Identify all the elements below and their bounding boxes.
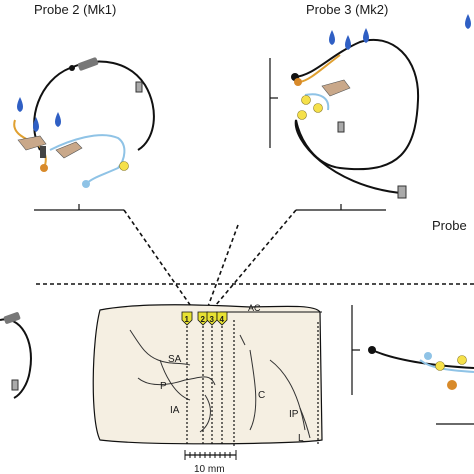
svg-text:4: 4 (220, 315, 225, 324)
electrode-marker: 2 (197, 311, 209, 326)
probe2-title: Probe 2 (Mk1) (34, 2, 116, 17)
probe3-panel: Probe 3 (Mk2) (269, 2, 471, 211)
light-bulb-icon (313, 103, 323, 113)
water-drop-icon (17, 97, 23, 112)
light-bulb-icon (297, 110, 307, 120)
probe2-top-connector (77, 57, 99, 71)
probe2-clip (40, 146, 46, 158)
svg-text:1: 1 (185, 315, 190, 324)
hand-icon (17, 135, 47, 151)
probe4-panel: Probe (351, 218, 474, 425)
probe1-panel (0, 312, 32, 399)
water-drop-icon (363, 28, 369, 43)
probe2-panel: Probe 2 (Mk1) (13, 2, 155, 211)
probe3-cable (294, 38, 420, 194)
probe2-side-connector (135, 81, 143, 93)
electrode-marker: 1 (181, 311, 193, 326)
probe3-connector (397, 185, 407, 199)
region-label-p: P (160, 381, 167, 392)
light-bulb-icon (119, 161, 129, 171)
hand-icon (321, 79, 351, 97)
region-label-ia: IA (170, 405, 180, 416)
probe1-cable (0, 318, 32, 399)
hand-icon (55, 141, 83, 159)
brain-diagram: AC SA P IA C IP L 1 2 3 (92, 303, 323, 446)
electrode-marker: 4 (216, 311, 228, 326)
light-bulb-icon (301, 95, 311, 105)
water-drop-icon (329, 30, 335, 45)
scale-bar-label: 10 mm (194, 464, 225, 474)
region-label-l: L (298, 433, 304, 444)
water-drop-icon (33, 117, 39, 132)
region-label-sa: SA (168, 354, 182, 365)
light-bulb-icon (457, 355, 467, 365)
connection-lines (36, 209, 474, 313)
electrode-marker: 3 (206, 311, 218, 326)
region-label-ip: IP (289, 409, 299, 420)
svg-text:3: 3 (210, 315, 215, 324)
region-label-c: C (258, 390, 265, 401)
light-bulb-icon (435, 361, 445, 371)
water-drop-icon (465, 14, 471, 29)
water-drop-icon (55, 112, 61, 127)
water-drop-icon (345, 35, 351, 50)
probe4-cable (371, 349, 474, 369)
svg-text:2: 2 (201, 315, 206, 324)
probe2-cable (33, 60, 155, 151)
probe4-title: Probe (432, 218, 467, 233)
probe3-title: Probe 3 (Mk2) (306, 2, 388, 17)
brain-label-ac: AC (248, 303, 261, 313)
brain-outline (92, 304, 323, 445)
scale-bar: 10 mm (184, 450, 237, 474)
